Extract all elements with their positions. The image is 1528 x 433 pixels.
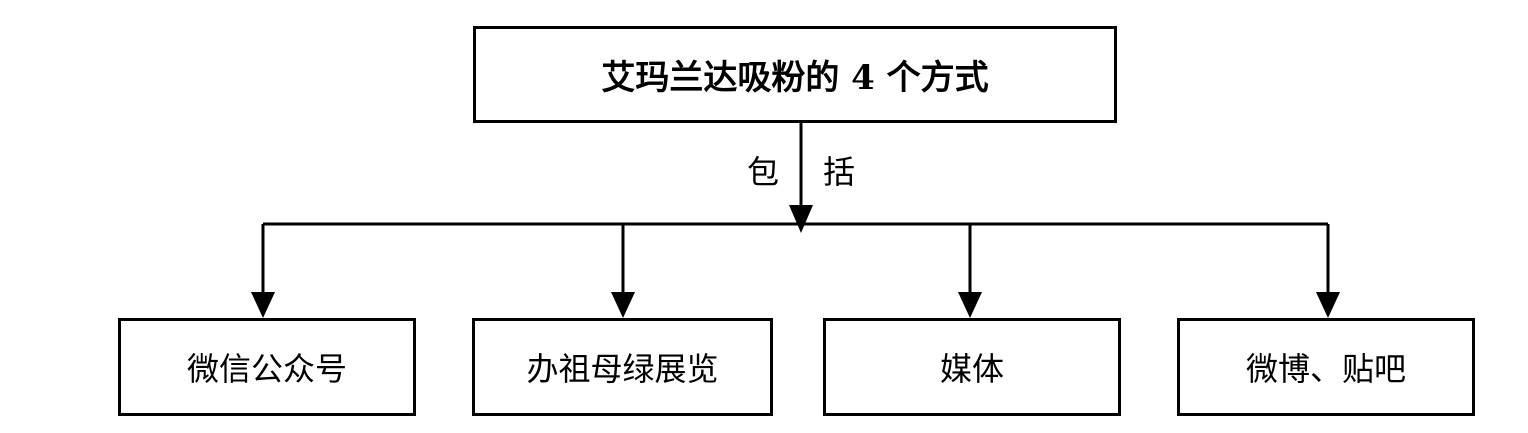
branch-arrowhead-1 <box>611 292 635 318</box>
child-node-label: 办祖母绿展览 <box>526 350 719 388</box>
child-node-label: 媒体 <box>939 350 1004 388</box>
child-node-weibo-tieba: 微博、贴吧 <box>1177 318 1475 416</box>
branch-arrowhead-2 <box>958 292 982 318</box>
child-node-label: 微博、贴吧 <box>1245 350 1406 388</box>
root-node: 艾玛兰达吸粉的 4 个方式 <box>473 26 1117 123</box>
child-node-exhibition: 办祖母绿展览 <box>472 318 773 416</box>
branch-arrowhead-0 <box>251 292 275 318</box>
child-node-media: 媒体 <box>823 318 1121 416</box>
relation-label-char-1: 包 <box>747 153 780 191</box>
branch-arrowhead-3 <box>1316 292 1340 318</box>
child-node-label: 微信公众号 <box>186 350 347 388</box>
child-node-wechat: 微信公众号 <box>118 318 416 416</box>
root-node-label: 艾玛兰达吸粉的 4 个方式 <box>601 58 989 98</box>
root-connector-arrowhead <box>789 205 813 233</box>
relation-label-char-2: 括 <box>823 153 856 191</box>
